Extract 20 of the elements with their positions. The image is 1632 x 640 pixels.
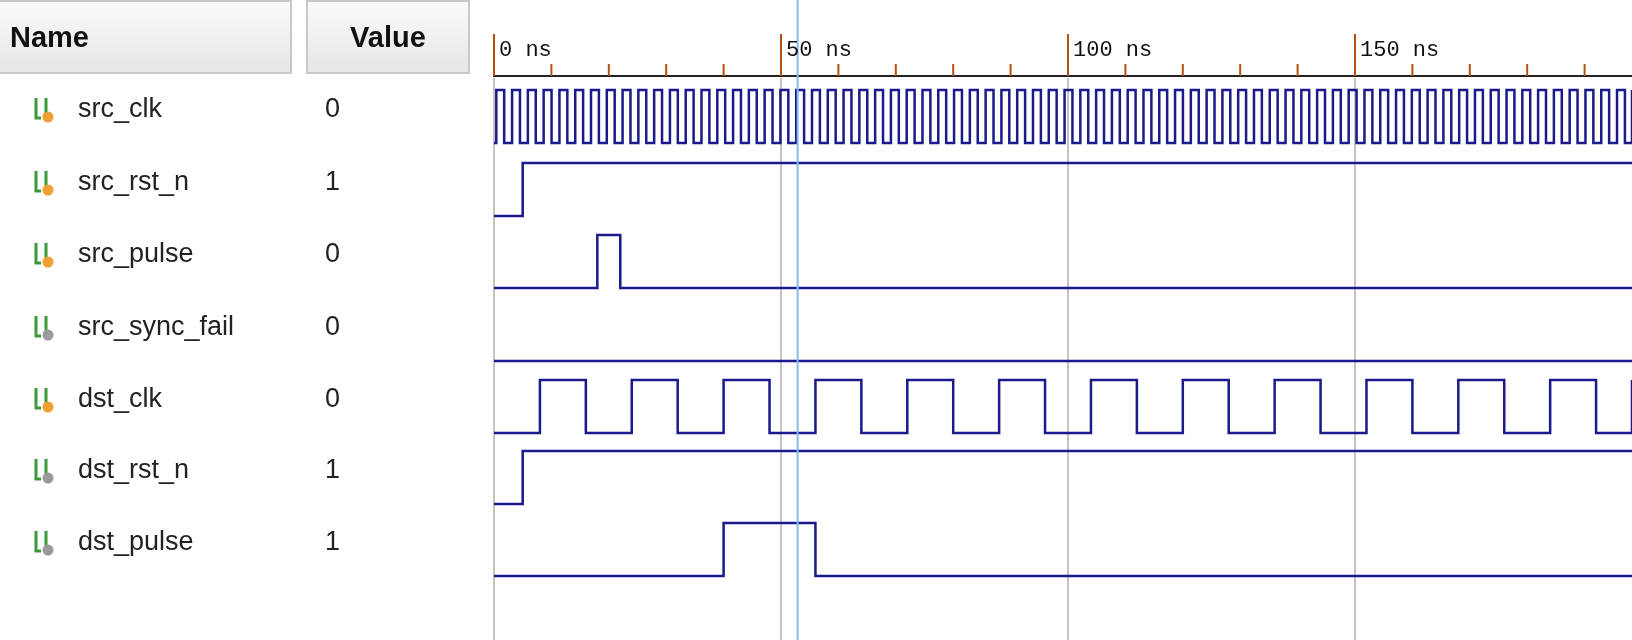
time-label: 100 ns xyxy=(1073,40,1153,62)
signal-value: 1 xyxy=(325,456,341,483)
column-header: Value xyxy=(306,0,470,74)
signal-name: dst_pulse xyxy=(78,528,194,555)
time-label: 0 ns xyxy=(499,40,552,62)
signal-value: 0 xyxy=(325,385,341,412)
signal-value: 0 xyxy=(325,240,341,267)
signal-value: 0 xyxy=(325,95,341,122)
column-header: Name xyxy=(0,0,292,74)
time-label: 50 ns xyxy=(786,40,852,62)
signal-value: 0 xyxy=(325,313,341,340)
signal-name: dst_rst_n xyxy=(78,456,190,483)
signal-name: src_rst_n xyxy=(78,168,190,195)
signal-name: src_clk xyxy=(78,95,162,122)
signal-name: src_pulse xyxy=(78,240,194,267)
signal-name: dst_clk xyxy=(78,385,163,412)
time-label: 150 ns xyxy=(1360,40,1440,62)
signal-value: 1 xyxy=(325,168,341,195)
signal-value: 1 xyxy=(325,528,341,555)
signal-name: src_sync_fail xyxy=(78,313,235,340)
